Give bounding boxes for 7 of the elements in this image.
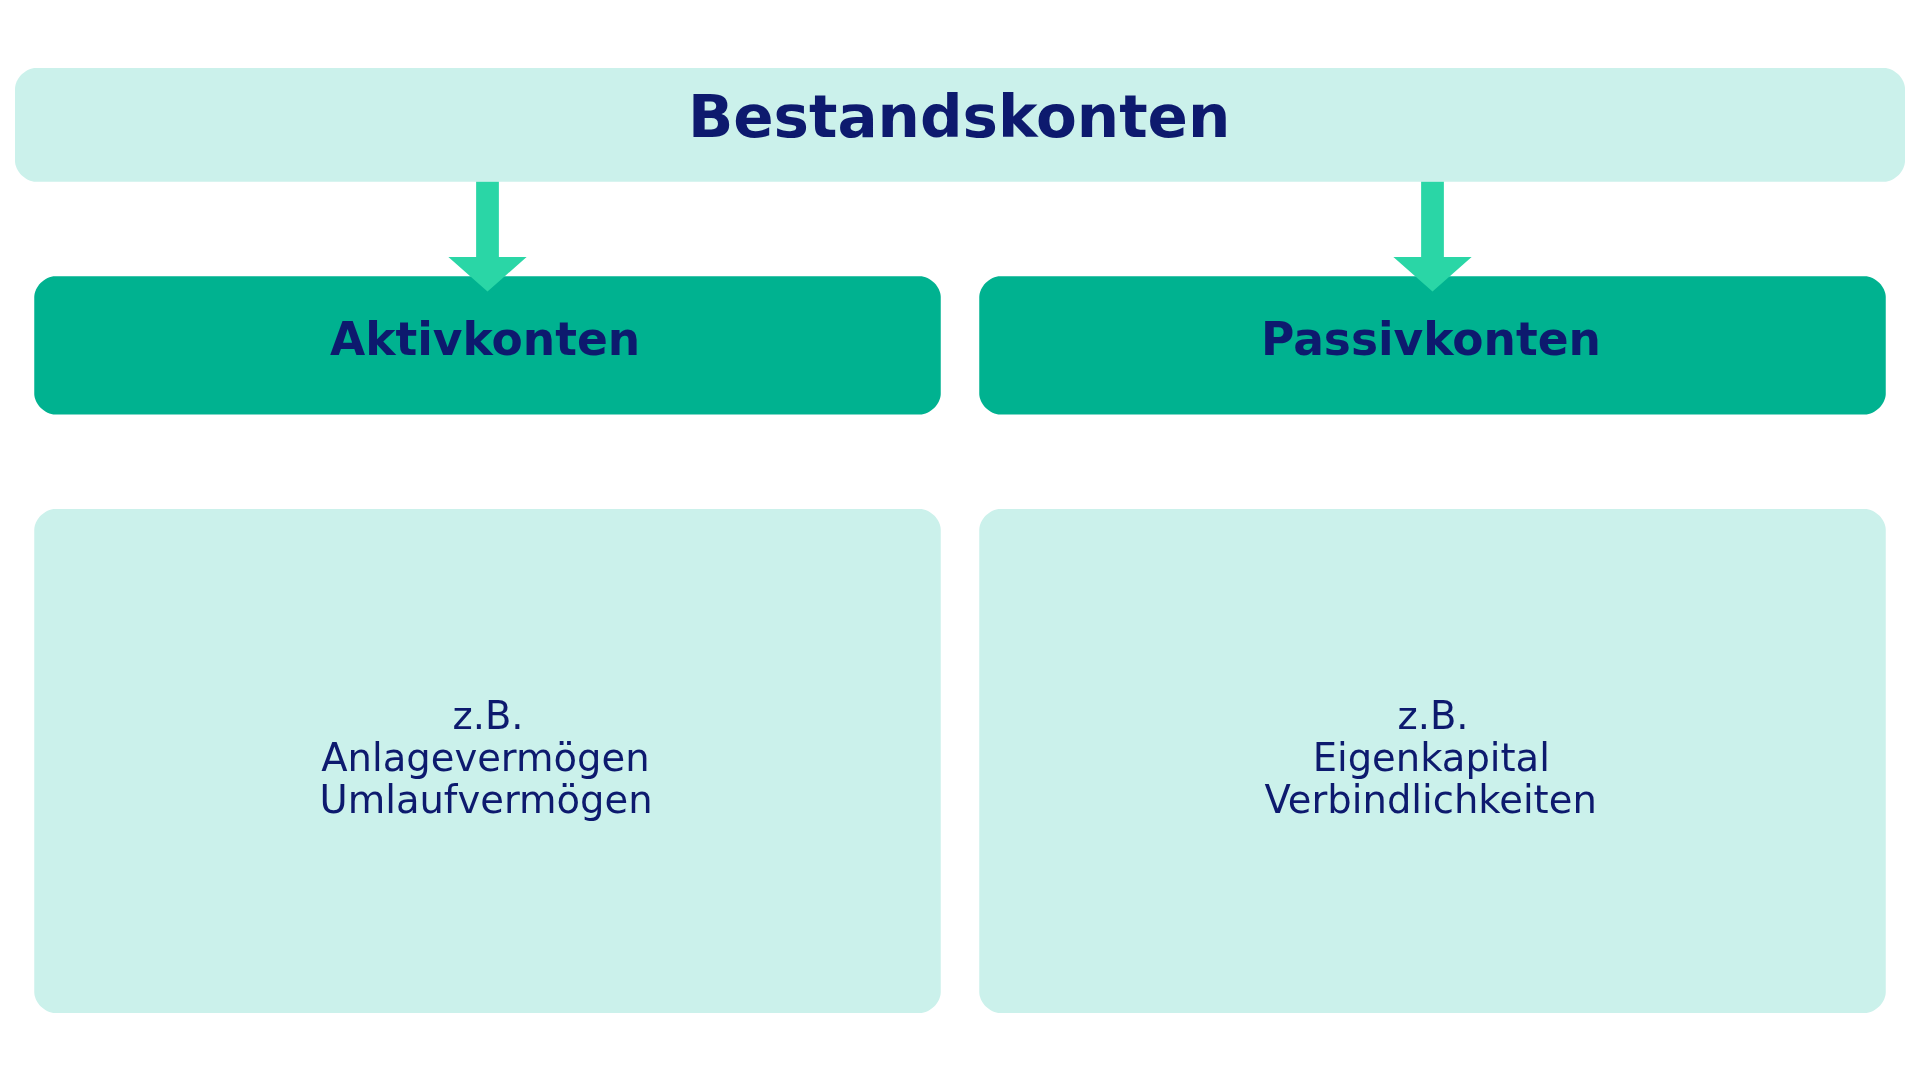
node-box: z.B. Eigenkapital Verbindlichkeiten	[979, 508, 1886, 1013]
node-box: Passivkonten	[979, 275, 1886, 414]
node-box: Aktivkonten	[34, 275, 941, 414]
node-box: Bestandskonten	[15, 67, 1905, 182]
node-box: z.B. Anlagevermögen Umlaufvermögen	[34, 508, 941, 1013]
arrow	[1393, 181, 1472, 291]
arrow	[448, 181, 527, 291]
